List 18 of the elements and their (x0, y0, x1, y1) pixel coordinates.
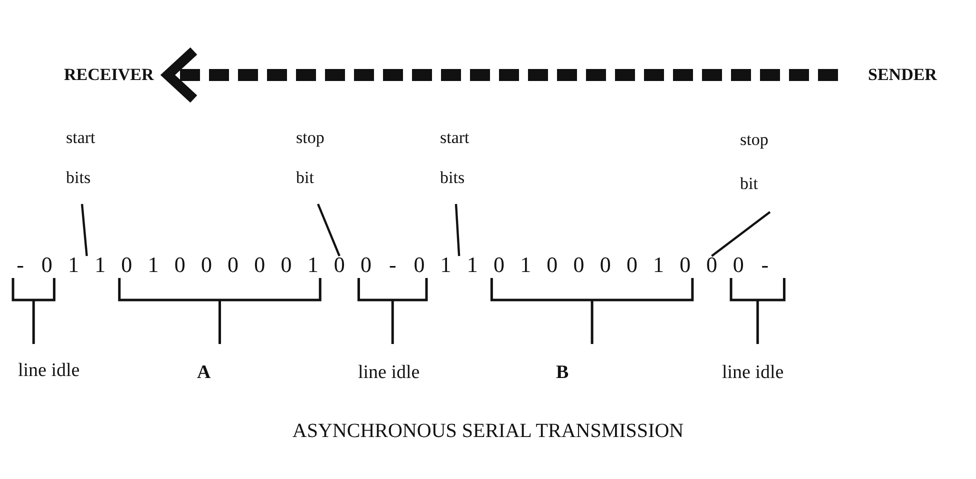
callout-label: start bits (440, 118, 480, 198)
leader-line (711, 211, 771, 257)
caption: ASYNCHRONOUS SERIAL TRANSMISSION (291, 420, 685, 443)
annotation-label: line idle (358, 362, 420, 384)
callout-label: start bits (66, 118, 106, 198)
leader-line (454, 204, 460, 256)
bit-sequence: - 0 1 1 0 1 0 0 0 0 0 1 0 0 - 0 1 1 0 1 0 0 0 0 1 0 0 0 - (7, 254, 778, 283)
endpoint-label: RECEIVER (64, 64, 154, 86)
transmission-arrow (162, 46, 838, 104)
annotation-label: line idle (18, 360, 80, 382)
segment-label: B (556, 362, 569, 384)
leader-line (316, 204, 340, 256)
segment-label: A (197, 362, 211, 384)
leader-line (80, 204, 88, 256)
callout-label: stop bit (296, 118, 336, 198)
endpoint-label: SENDER (868, 64, 976, 86)
annotation-label: line idle (722, 362, 784, 384)
callout-label: stop bit (740, 118, 780, 206)
